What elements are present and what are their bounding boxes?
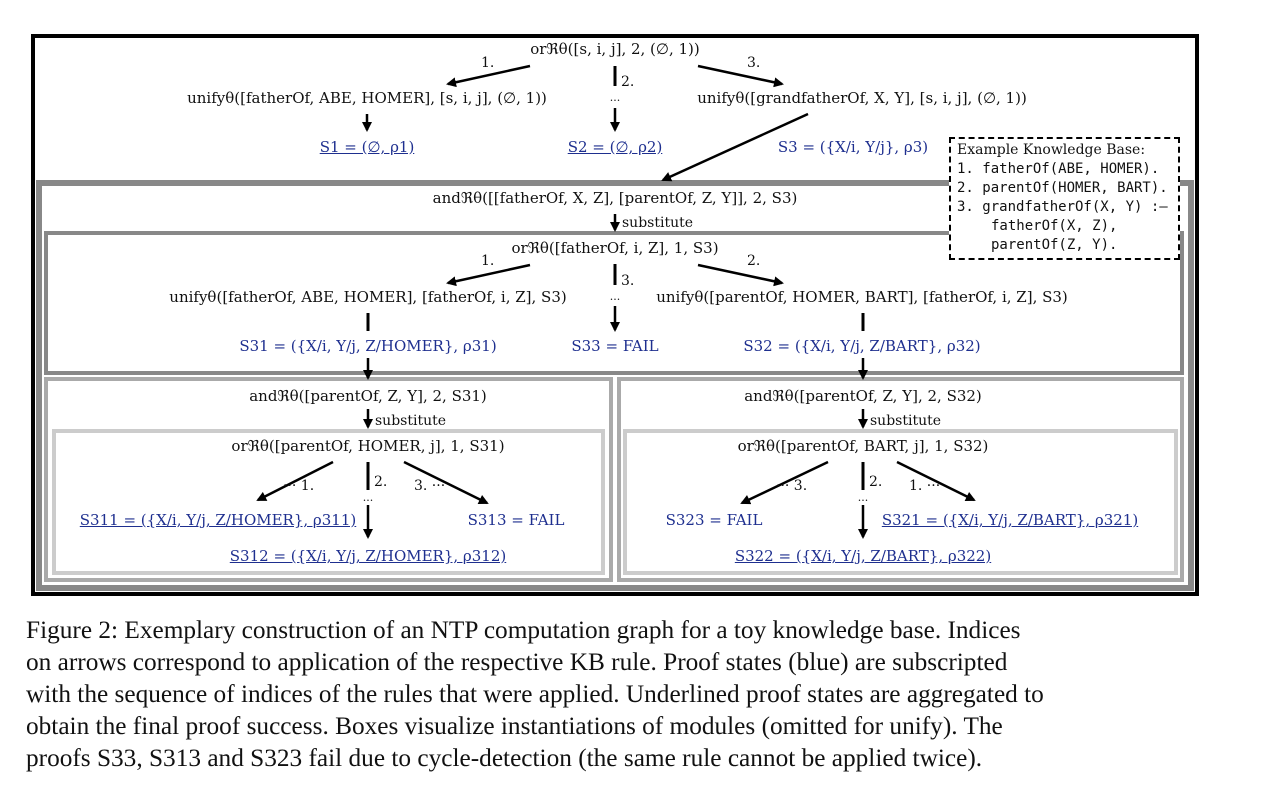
substitute-label-left: substitute <box>375 413 447 429</box>
kb-rule-3-body-2: parentOf(Z, Y). <box>991 237 1118 253</box>
proof-state-s2: S2 = (∅, ρ2) <box>567 138 663 156</box>
proof-state-s312: S312 = ({X/i, Y/j, Z/HOMER}, ρ312) <box>229 547 507 565</box>
or-node-right: orℜθ([parentOf, BART, j], 1, S32) <box>737 437 989 455</box>
edge-label-top-2: 2. <box>621 74 635 90</box>
proof-state-s3: S3 = ({X/i, Y/j}, ρ3) <box>777 138 929 156</box>
kb-rule-1: 1. fatherOf(ABE, HOMER). <box>957 161 1160 177</box>
proof-state-s311: S311 = ({X/i, Y/j, Z/HOMER}, ρ311) <box>79 511 357 529</box>
unify-mid-left: unifyθ([fatherOf, ABE, HOMER], [fatherOf… <box>169 288 567 306</box>
substitute-label-right: substitute <box>870 413 942 429</box>
proof-state-s31: S31 = ({X/i, Y/j, Z/HOMER}, ρ31) <box>239 337 497 355</box>
kb-rule-3: 3. grandfatherOf(X, Y) :– <box>957 199 1168 215</box>
or-module-box <box>44 231 1184 375</box>
outer-or-box <box>31 34 1199 596</box>
caption-line-1: Figure 2: Exemplary construction of an N… <box>26 616 1021 644</box>
ellipsis-top: ··· <box>609 94 621 107</box>
ellipsis-right: ··· <box>857 494 869 507</box>
unify-top-left: unifyθ([fatherOf, ABE, HOMER], [s, i, j]… <box>187 89 547 107</box>
proof-state-s1: S1 = (∅, ρ1) <box>319 138 415 156</box>
edge-label-mid-1: 1. <box>481 253 495 269</box>
and-node-right: andℜθ([parentOf, Z, Y], 2, S32) <box>744 387 982 405</box>
edge-label-left-1: ··· 1. <box>283 478 315 494</box>
knowledge-base-box: Example Knowledge Base: 1. fatherOf(ABE,… <box>949 137 1180 260</box>
edge-label-right-2: 2. <box>869 474 883 490</box>
edge-label-right-1: 1. ··· <box>909 478 941 494</box>
proof-state-s323: S323 = FAIL <box>665 511 763 529</box>
ellipsis-mid: ··· <box>609 293 621 306</box>
proof-state-s313: S313 = FAIL <box>467 511 565 529</box>
left-and-box <box>44 377 613 582</box>
proof-state-s32: S32 = ({X/i, Y/j, Z/BART}, ρ32) <box>743 337 981 355</box>
proof-state-s321: S321 = ({X/i, Y/j, Z/BART}, ρ321) <box>881 511 1139 529</box>
right-or-box <box>623 429 1178 575</box>
caption-line-3: with the sequence of indices of the rule… <box>26 680 1044 708</box>
kb-rule-3-body-1: fatherOf(X, Z), <box>991 218 1118 234</box>
proof-state-s322: S322 = ({X/i, Y/j, Z/BART}, ρ322) <box>734 547 992 565</box>
left-or-box <box>52 429 605 575</box>
edge-label-mid-2: 2. <box>747 253 761 269</box>
edge-label-top-1: 1. <box>481 55 495 71</box>
or-node-mid: orℜθ([fatherOf, i, Z], 1, S3) <box>511 239 719 257</box>
and-node-left: andℜθ([parentOf, Z, Y], 2, S31) <box>249 387 487 405</box>
edge-label-top-3: 3. <box>747 55 761 71</box>
figure-caption: Figure 2: Exemplary construction of an N… <box>26 614 1241 774</box>
caption-line-2: on arrows correspond to application of t… <box>26 648 1008 676</box>
and-module-box <box>36 180 1194 591</box>
ellipsis-left: ··· <box>362 494 374 507</box>
caption-line-5: proofs S33, S313 and S323 fail due to cy… <box>26 744 983 772</box>
edge-label-mid-3: 3. <box>621 273 635 289</box>
unify-top-right: unifyθ([grandfatherOf, X, Y], [s, i, j],… <box>697 89 1027 107</box>
edge-label-right-3: ··· 3. <box>776 478 808 494</box>
substitute-label-mid: substitute <box>622 215 694 231</box>
proof-state-s33: S33 = FAIL <box>571 337 659 355</box>
and-node-mid: andℜθ([[fatherOf, X, Z], [parentOf, Z, Y… <box>432 189 798 207</box>
kb-title: Example Knowledge Base: <box>957 142 1146 158</box>
unify-mid-right: unifyθ([parentOf, HOMER, BART], [fatherO… <box>656 288 1068 306</box>
or-node-left: orℜθ([parentOf, HOMER, j], 1, S31) <box>231 437 505 455</box>
right-and-box <box>617 377 1184 582</box>
edge-label-left-3: 3. ··· <box>414 478 446 494</box>
root-or-node: orℜθ([s, i, j], 2, (∅, 1)) <box>530 40 700 58</box>
caption-line-4: obtain the final proof success. Boxes vi… <box>26 712 1003 740</box>
edge-label-left-2: 2. <box>374 474 388 490</box>
kb-rule-2: 2. parentOf(HOMER, BART). <box>957 180 1168 196</box>
